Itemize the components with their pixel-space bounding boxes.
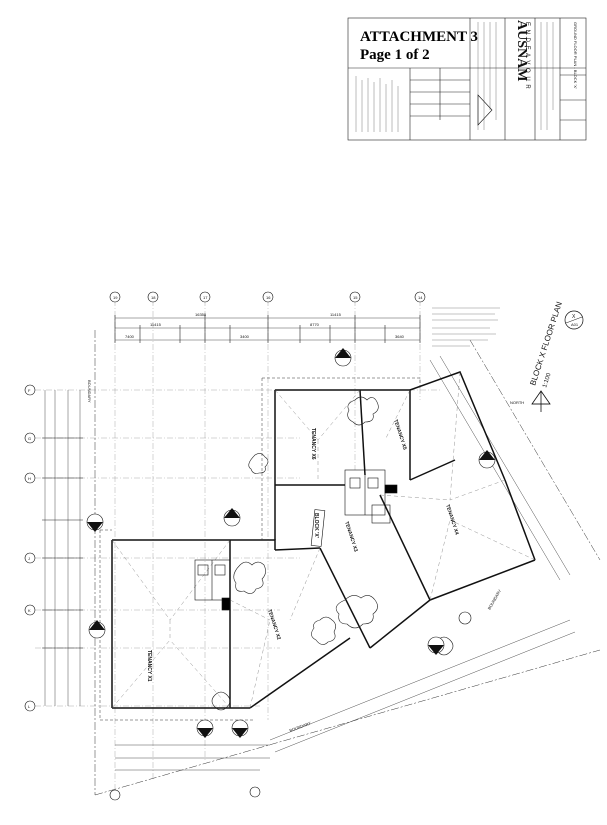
svg-text:H: H	[28, 476, 31, 481]
svg-text:7400: 7400	[125, 334, 135, 339]
tenancy-x5-label: TENANCY X5	[392, 419, 408, 451]
svg-text:17: 17	[203, 295, 208, 300]
title-block	[347, 17, 587, 141]
tenancy-labels: TENANCY X1 TENANCY X2 TENANCY X3 TENANCY…	[146, 419, 460, 682]
tenancy-x4-label: TENANCY X4	[444, 504, 460, 536]
company-name: AUSNAM	[514, 20, 529, 81]
svg-text:16: 16	[266, 295, 271, 300]
north-arrow-icon: NORTH	[510, 390, 551, 412]
notes-box	[432, 307, 500, 347]
plan-reference-letter: X	[572, 314, 576, 320]
svg-text:8770: 8770	[310, 322, 320, 327]
landscape-trees	[211, 396, 454, 711]
boundary-label-south: BOUNDARY	[289, 720, 312, 733]
svg-text:16350: 16350	[195, 312, 207, 317]
dimension-values: 16350 11415 11415 8770 7400 3400 3640	[125, 312, 405, 339]
svg-text:L: L	[28, 704, 31, 709]
svg-text:11415: 11415	[150, 322, 162, 327]
plan-caption: BLOCK X FLOOR PLAN 1:100 X A01	[528, 300, 584, 389]
grid-lines	[35, 300, 440, 790]
svg-text:3640: 3640	[395, 334, 405, 339]
svg-text:G: G	[28, 436, 31, 441]
svg-text:F: F	[28, 388, 31, 393]
plan-scale: 1:100	[542, 372, 553, 389]
svg-text:14: 14	[418, 295, 423, 300]
site-boundary	[94, 330, 601, 796]
boundary-label-west: BOUNDARY	[87, 380, 92, 403]
svg-text:K: K	[28, 608, 31, 613]
tenancy-x2-label: TENANCY X2	[266, 609, 282, 641]
company-division: E N D E A V O U R	[524, 22, 530, 90]
block-label: BLOCK 'X'	[310, 509, 326, 547]
drawing-title: GROUND FLOOR PLAN - BLOCK 'X'	[573, 22, 578, 89]
roof-lines	[111, 371, 536, 709]
boundary-label-east: BOUNDARY	[487, 588, 503, 610]
svg-text:19: 19	[113, 295, 118, 300]
building-walls	[111, 371, 536, 709]
svg-text:15: 15	[353, 295, 358, 300]
tenancy-x3-label: TENANCY X3	[343, 521, 359, 553]
grid-bubbles	[24, 291, 426, 801]
section-marker-arrows	[87, 348, 495, 738]
page-indicator: Page 1 of 2	[360, 47, 430, 63]
dimension-ticks	[42, 315, 421, 649]
tenancy-x6-label: TENANCY X6	[310, 428, 316, 460]
tenancy-x1-label: TENANCY X1	[146, 650, 152, 682]
block-label-text: BLOCK 'X'	[313, 513, 319, 538]
svg-text:J: J	[28, 556, 30, 561]
north-label: NORTH	[510, 400, 524, 405]
svg-text:11415: 11415	[330, 312, 342, 317]
amenities-block-west	[194, 559, 231, 611]
svg-text:18: 18	[151, 295, 156, 300]
svg-text:3400: 3400	[240, 334, 250, 339]
amenities-block-central	[344, 469, 398, 524]
attachment-heading: ATTACHMENT 3 Page 1 of 2	[358, 28, 480, 64]
dimension-lines	[44, 317, 576, 771]
attachment-number: ATTACHMENT 3	[360, 29, 478, 45]
plan-reference-sheet: A01	[571, 322, 579, 327]
grid-bubble-labels: 19 18 17 16 15 14 F G H J K L	[28, 295, 423, 709]
